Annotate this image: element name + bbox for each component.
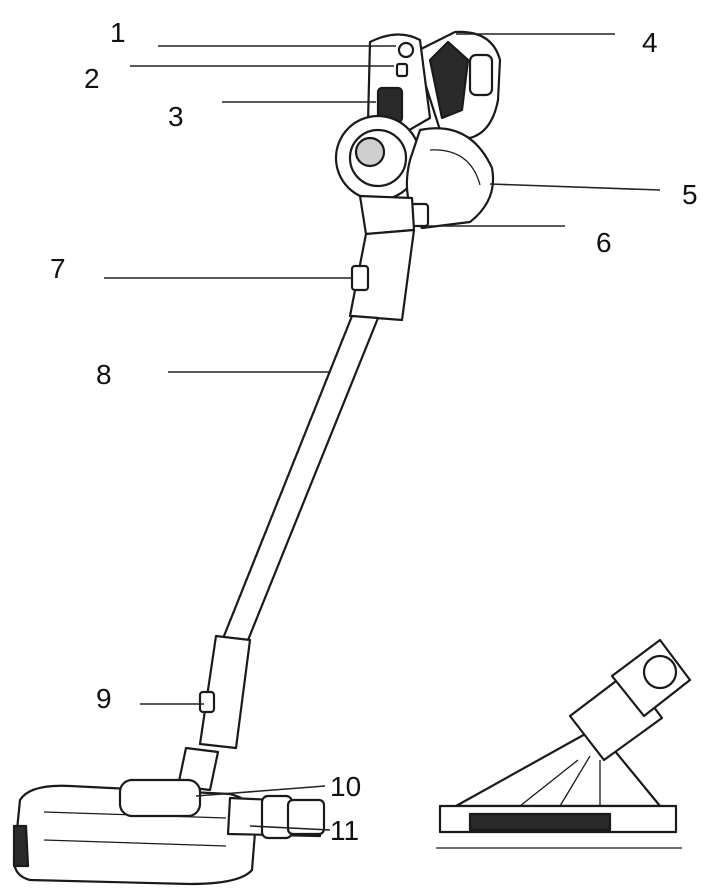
tube-release-button-upper <box>350 264 370 292</box>
label-3: 3 <box>168 101 184 132</box>
extension-tube <box>176 228 416 792</box>
label-7: 7 <box>50 253 66 284</box>
handheld-unit <box>334 30 502 236</box>
label-10: 10 <box>330 771 361 802</box>
power-button-icon <box>397 41 415 59</box>
label-4: 4 <box>642 27 658 58</box>
accessory-brush-head <box>436 638 692 849</box>
leader-lines <box>104 33 661 831</box>
floor-brush-head <box>12 778 326 886</box>
part-number-labels: 1 2 3 4 5 6 7 8 9 10 11 <box>50 17 698 846</box>
label-5: 5 <box>682 179 698 210</box>
label-8: 8 <box>96 359 112 390</box>
label-11: 11 <box>330 815 359 846</box>
label-6: 6 <box>596 227 612 258</box>
label-1: 1 <box>110 17 126 48</box>
tube-release-button-lower <box>198 690 216 714</box>
label-9: 9 <box>96 683 112 714</box>
label-2: 2 <box>84 63 100 94</box>
mode-indicator-icon <box>395 62 409 78</box>
battery-pack <box>405 127 495 230</box>
